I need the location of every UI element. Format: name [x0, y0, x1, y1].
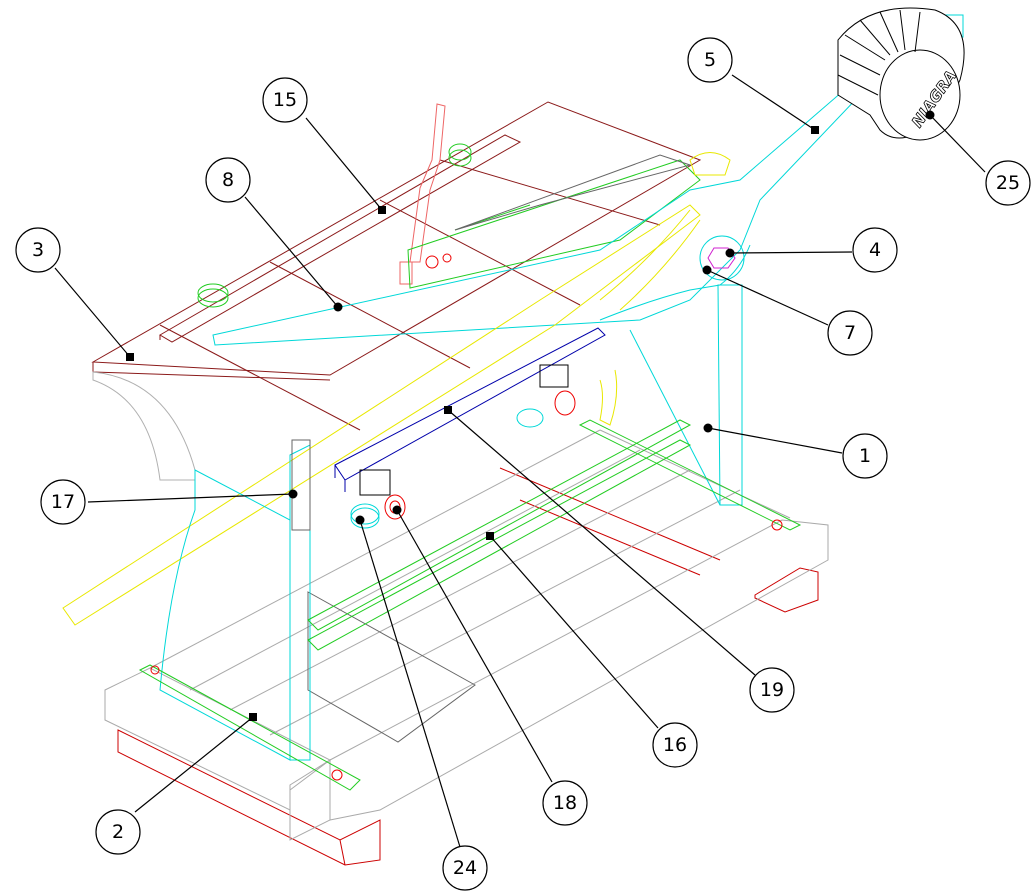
leader-line: [447, 409, 756, 676]
leader-line: [305, 117, 383, 211]
callout-17: 17: [40, 479, 298, 525]
callout-24: 24: [355, 515, 488, 891]
callouts: 15 8 3 5 25 4 7 1 17 19 16 18 24 2: [15, 37, 1031, 891]
callout-circle: [687, 37, 733, 83]
channel: [334, 327, 606, 492]
callout-number: 15: [273, 89, 297, 111]
leader-dot: [378, 206, 386, 214]
callout-2: 2: [95, 713, 257, 855]
pallet: [104, 429, 829, 841]
callout-number: 7: [844, 322, 856, 344]
callout-number: 2: [112, 821, 124, 843]
leader-dot: [126, 353, 134, 361]
callout-1: 1: [703, 423, 888, 479]
leader-line: [929, 114, 986, 173]
callout-number: 17: [51, 491, 75, 513]
callout-18: 18: [392, 505, 588, 826]
leader-line: [244, 196, 339, 308]
callout-circle: [842, 433, 888, 479]
callout-circle: [15, 227, 61, 273]
adjusters: [350, 364, 576, 529]
leader-dot: [444, 406, 452, 414]
callout-8: 8: [205, 157, 343, 312]
callout-number: 5: [704, 49, 716, 71]
callout-number: 8: [222, 169, 234, 191]
leader-dot: [333, 302, 343, 312]
callout-circle: [95, 809, 141, 855]
callout-19: 19: [444, 406, 795, 713]
knobs: [197, 143, 472, 308]
base-bars: [138, 419, 802, 791]
floor-plate: [307, 591, 476, 743]
nuts: [150, 253, 783, 781]
skid-front: [117, 729, 381, 866]
leader-dot: [288, 489, 298, 499]
callout-circle: [542, 780, 588, 826]
table-skirt: [92, 371, 196, 481]
leader-line: [87, 493, 294, 503]
callout-3: 3: [15, 227, 134, 361]
guide-rail: [159, 134, 522, 343]
callout-5: 5: [687, 37, 819, 134]
leader-line: [396, 509, 553, 783]
leader-line: [731, 74, 816, 131]
machine-drawing: NIAGRA: [62, 7, 965, 866]
callout-circle: [985, 160, 1031, 206]
leader-dot: [725, 248, 735, 258]
leader-line: [134, 716, 254, 813]
table-top: [91, 101, 702, 431]
callout-circle: [852, 227, 898, 273]
handle-knob: [837, 7, 965, 141]
pivot-bolt: [699, 235, 745, 281]
callout-number: 25: [996, 172, 1020, 194]
leader-dot: [486, 532, 494, 540]
leader-dot: [925, 110, 935, 120]
callout-number: 19: [760, 679, 784, 701]
callout-number: 4: [869, 239, 881, 261]
callout-circle: [827, 310, 873, 356]
callout-number: 3: [32, 239, 44, 261]
callout-number: 24: [453, 857, 477, 879]
leader-dot: [392, 505, 402, 515]
leader-dot: [249, 713, 257, 721]
skid-back: [499, 467, 819, 613]
frame-legs: [159, 284, 743, 761]
clamp-handle: [409, 103, 446, 263]
callout-circle: [442, 845, 488, 891]
leader-line: [359, 519, 461, 848]
callout-circle: [205, 157, 251, 203]
leader-dot: [355, 515, 365, 525]
callout-16: 16: [486, 532, 698, 768]
callout-circle: [40, 479, 86, 525]
callout-number: 1: [859, 445, 871, 467]
callout-number: 16: [663, 734, 687, 756]
leader-line: [489, 535, 659, 729]
callout-4: 4: [725, 227, 898, 273]
callout-7: 7: [702, 265, 873, 356]
callout-circle: [262, 77, 308, 123]
callout-25: 25: [925, 110, 1031, 206]
leader-dot: [702, 265, 712, 275]
leader-line: [54, 267, 131, 358]
upper-blade-top: [454, 154, 692, 231]
leader-dot: [811, 126, 819, 134]
callout-circle: [652, 722, 698, 768]
leader-line: [706, 269, 829, 326]
leader-line: [729, 251, 853, 254]
yellow-handle: [62, 152, 731, 626]
leader-line: [707, 427, 843, 454]
callout-circle: [749, 667, 795, 713]
callout-15: 15: [262, 77, 386, 214]
callout-number: 18: [553, 792, 577, 814]
leader-dot: [703, 423, 713, 433]
